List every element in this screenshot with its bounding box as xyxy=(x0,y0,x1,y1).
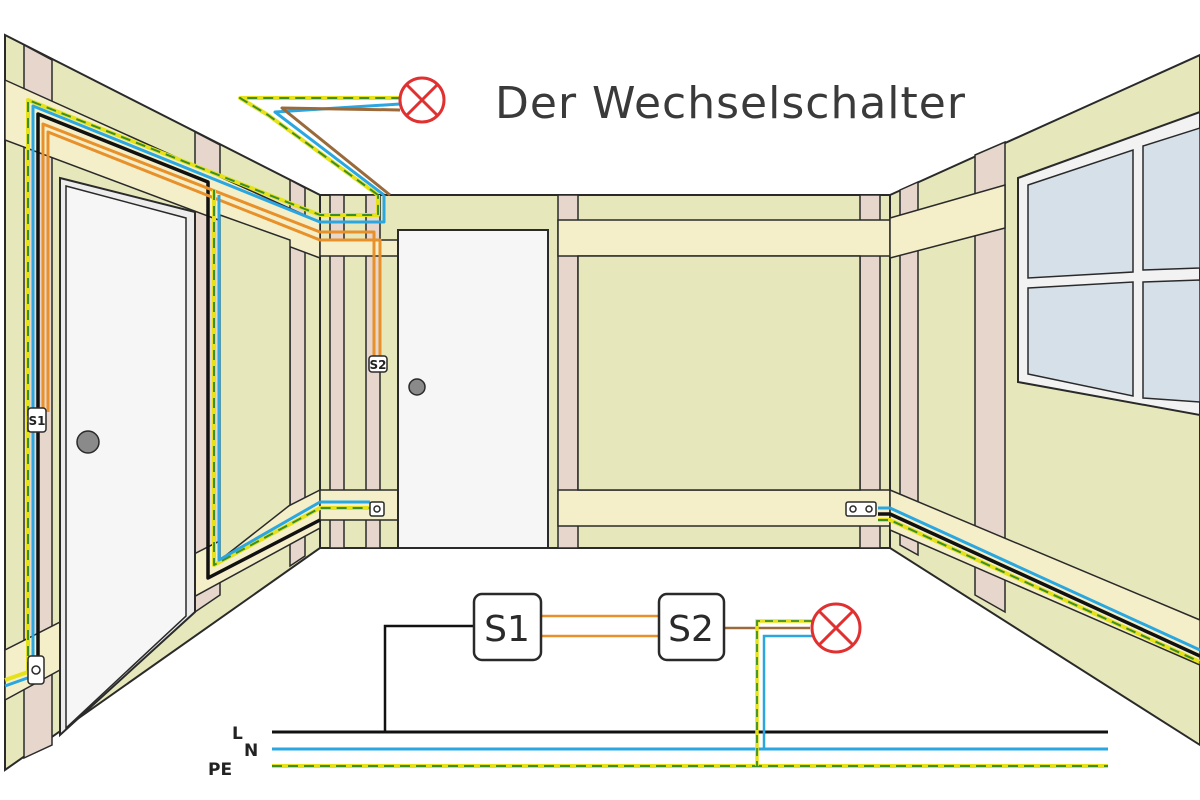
wire-phase-left xyxy=(36,112,321,672)
sockets xyxy=(27,501,877,685)
wall-switch-s1-label: S1 xyxy=(29,414,46,428)
rail-label-pe: PE xyxy=(208,760,232,780)
left-door-knob xyxy=(76,430,100,454)
back-door-knob xyxy=(408,378,426,396)
wire-neutral-left xyxy=(31,104,386,672)
wire-switch-b xyxy=(46,130,382,412)
wall-switch-s2: S2 xyxy=(368,355,388,373)
socket-back xyxy=(369,501,385,517)
schematic xyxy=(272,614,1108,768)
window xyxy=(1017,110,1200,417)
rail-label-n: N xyxy=(244,741,258,761)
wall-switch-s2-label: S2 xyxy=(370,358,387,372)
schematic-lamp-icon xyxy=(810,602,862,654)
schematic-s1-label: S1 xyxy=(484,609,530,650)
page-title: Der Wechselschalter xyxy=(495,78,966,129)
wall-wiring xyxy=(4,96,1200,688)
schematic-switch-s2: S2 xyxy=(657,592,726,662)
schematic-s2-label: S2 xyxy=(668,609,714,650)
schematic-switch-s1: S1 xyxy=(472,592,543,662)
wire-switch-a xyxy=(41,122,376,412)
back-door xyxy=(397,229,549,549)
left-door xyxy=(59,176,196,738)
socket-left xyxy=(27,655,45,685)
wall-switch-s1: S1 xyxy=(27,407,47,433)
lamp-icon xyxy=(398,76,446,124)
rail-label-l: L xyxy=(232,724,243,744)
